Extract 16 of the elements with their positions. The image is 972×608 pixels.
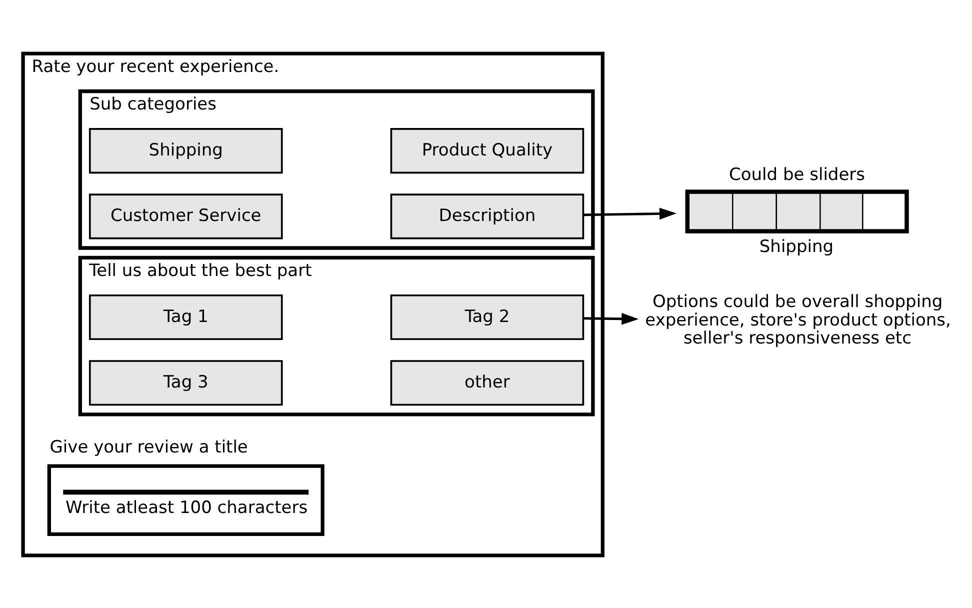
node-box: Tag 2 — [390, 294, 584, 340]
node-label: Give your review a title — [50, 436, 248, 457]
node-box: Tag 3 — [88, 360, 283, 406]
node-box: Tag 1 — [88, 294, 283, 340]
arrow — [584, 207, 677, 220]
node-box: Product Quality — [390, 128, 584, 174]
node-box: other — [390, 360, 584, 406]
node-box: Customer Service — [88, 193, 283, 239]
node-label: Could be sliders — [729, 164, 866, 185]
node-box: Description — [390, 193, 584, 239]
node-box: Shipping — [88, 128, 283, 174]
arrow — [584, 312, 639, 324]
node-text: Options could be overall shopping experience, store's product options, seller's responsiveness etc — [645, 292, 951, 348]
node-label: Shipping — [759, 236, 834, 256]
node-box: Write atleast 100 characters — [47, 464, 324, 536]
node-box — [685, 189, 909, 233]
